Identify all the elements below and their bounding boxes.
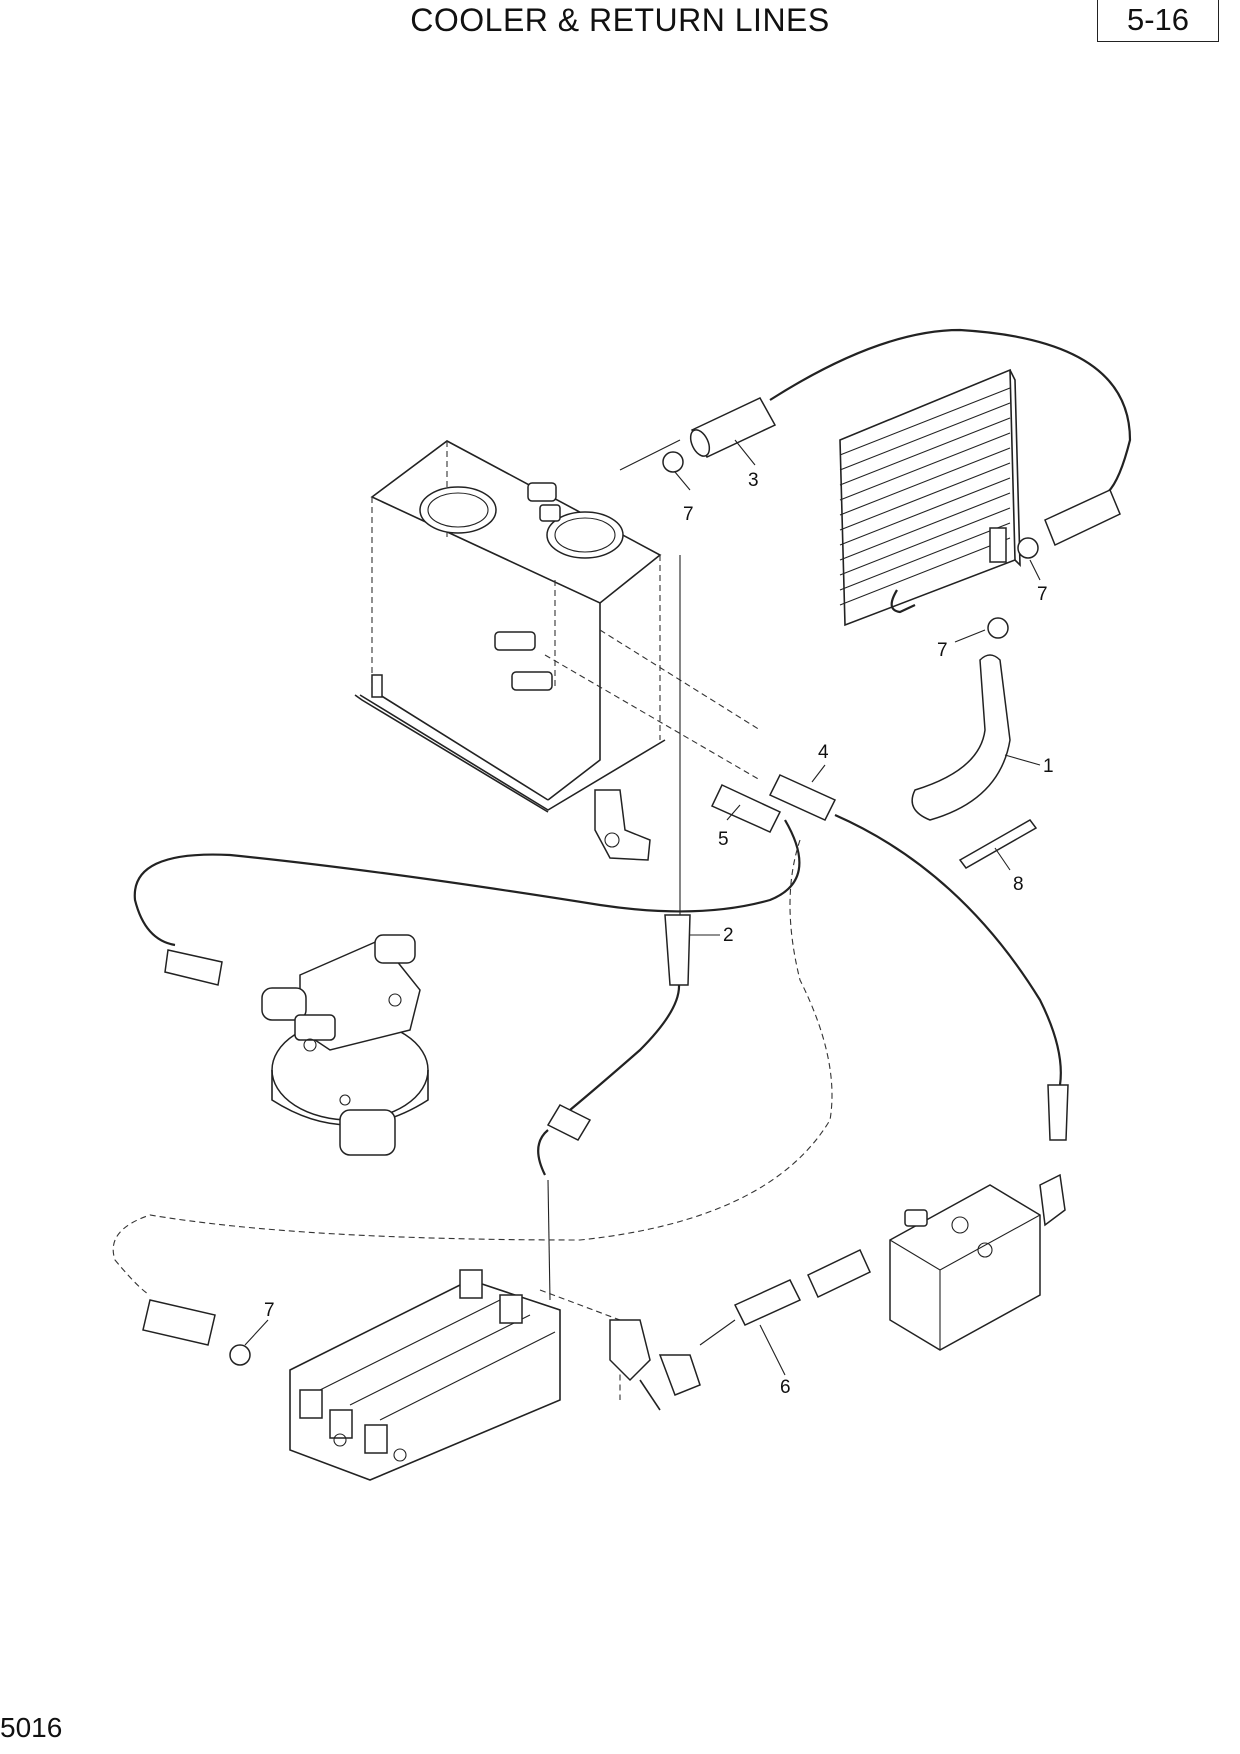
page-number-box: 5-16 xyxy=(1097,0,1219,42)
oil-cooler xyxy=(839,368,1021,627)
callout-2: 2 xyxy=(723,925,734,946)
callout-7d: 7 xyxy=(264,1300,275,1321)
callout-layer: 1 2 3 4 5 6 7 7 7 7 8 xyxy=(244,439,1054,1398)
callout-1: 1 xyxy=(1043,756,1054,777)
swing-motor xyxy=(261,934,429,1156)
clamps xyxy=(229,451,1039,1366)
callout-5: 5 xyxy=(718,829,729,850)
main-control-valve xyxy=(289,1269,701,1481)
page-title: COOLER & RETURN LINES xyxy=(410,2,830,38)
callout-6: 6 xyxy=(780,1377,791,1398)
cable-tie-icon xyxy=(958,819,1038,869)
hose-routing xyxy=(112,328,1132,1346)
callout-4: 4 xyxy=(818,742,829,763)
document-number: 5016 xyxy=(0,1712,63,1743)
callout-7b: 7 xyxy=(1037,584,1048,605)
callout-7c: 7 xyxy=(937,640,948,661)
callout-8: 8 xyxy=(1013,874,1024,895)
callout-7a: 7 xyxy=(683,504,694,525)
return-block xyxy=(889,1173,1066,1351)
hydraulic-tank xyxy=(354,440,761,861)
callout-3: 3 xyxy=(748,470,759,491)
